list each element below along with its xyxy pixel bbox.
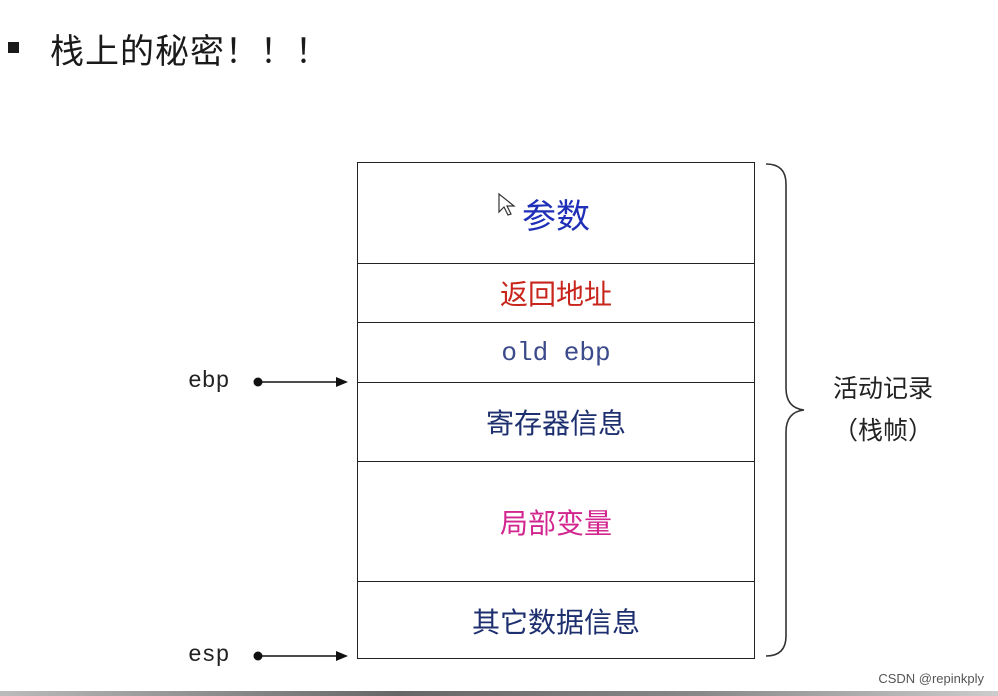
bottom-edge <box>0 691 998 696</box>
ebp-arrow <box>253 377 348 387</box>
esp-arrow <box>253 651 348 661</box>
activation-record-line1: 活动记录 <box>832 374 933 403</box>
watermark: CSDN @repinkply <box>878 671 984 686</box>
page-title: 栈上的秘密！！！ <box>50 32 330 72</box>
activation-record-label: 活动记录 （栈帧） <box>818 368 948 452</box>
stack-cell-locals-label: 局部变量 <box>499 506 612 540</box>
stack-cell-other-data: 其它数据信息 <box>358 582 754 660</box>
stack-cell-other-data-label: 其它数据信息 <box>471 606 640 639</box>
stack-cell-return-address-label: 返回地址 <box>499 278 612 311</box>
stack-cell-registers-label: 寄存器信息 <box>485 407 626 440</box>
stack-cell-old-ebp-label: old ebp <box>501 337 611 368</box>
stack-cell-return-address: 返回地址 <box>358 264 754 323</box>
activation-record-line2: （栈帧） <box>832 416 933 445</box>
ebp-label: ebp <box>188 368 230 394</box>
stack-frame-diagram: 参数 返回地址 old ebp 寄存器信息 局部变量 其它数据信息 <box>357 162 755 659</box>
curly-brace-icon <box>765 163 805 657</box>
esp-label: esp <box>188 642 230 668</box>
bullet-icon <box>8 42 19 53</box>
mouse-cursor-icon <box>498 192 516 216</box>
stack-cell-old-ebp: old ebp <box>358 323 754 383</box>
stack-cell-registers: 寄存器信息 <box>358 383 754 462</box>
stack-cell-params-label: 参数 <box>522 196 590 237</box>
stack-cell-locals: 局部变量 <box>358 462 754 582</box>
stack-cell-params: 参数 <box>358 163 754 264</box>
